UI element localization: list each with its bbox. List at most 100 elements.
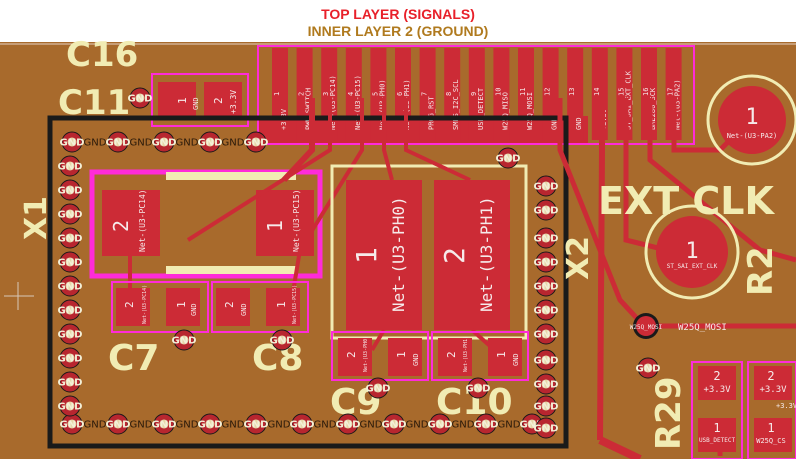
gnd-via-label: GND xyxy=(58,354,83,365)
gnd-via-drill xyxy=(503,153,513,163)
gnd-via-label: GND xyxy=(534,380,559,391)
gnd-via-label: GND xyxy=(58,162,83,173)
c11-pad-1-num: 1 xyxy=(176,97,189,104)
connector-pin-num: 6 xyxy=(396,92,404,96)
trace-bme280-sck xyxy=(647,98,796,263)
gnd-via-label: GND xyxy=(58,282,83,293)
x1-silk-top xyxy=(166,172,296,180)
gnd-via-label: GND xyxy=(534,282,559,293)
gnd-via-label: GND xyxy=(58,258,83,269)
connector-pin-net: GND xyxy=(575,117,583,130)
c8-pad-1-net: Net-(U3-PC15) xyxy=(292,285,298,324)
gnd-via-drill xyxy=(65,257,75,267)
gnd-via-drill xyxy=(159,137,169,147)
c9-pad-2-num: 2 xyxy=(345,351,358,358)
gnd-via-label: GND xyxy=(270,336,295,347)
gnd-label: GND xyxy=(360,420,383,431)
gnd-label: GND xyxy=(176,420,199,431)
gnd-via-label: GND xyxy=(496,154,521,165)
gnd-via-label: GND xyxy=(58,210,83,221)
c11-pad-2-net: +3.3V xyxy=(229,90,238,114)
gnd-via-label: GND xyxy=(534,356,559,367)
trace-ph0 xyxy=(382,98,394,181)
gnd-via-drill xyxy=(541,205,551,215)
c8-courtyard xyxy=(211,281,309,333)
gnd-via-label: GND xyxy=(60,138,85,149)
c7-pad-2 xyxy=(116,288,150,326)
connector-pin-num: 11 xyxy=(519,88,527,96)
gnd-label: GND xyxy=(84,138,107,149)
gnd-via-label: GND xyxy=(636,364,661,375)
gnd-via-drill xyxy=(541,281,551,291)
trace-3v3-bottom xyxy=(598,436,642,459)
gnd-via-drill xyxy=(541,257,551,267)
gnd-via-drill xyxy=(135,93,145,103)
c9-pad-1 xyxy=(388,338,422,376)
gnd-via-label: GND xyxy=(466,384,491,395)
connector-pin-num: 3 xyxy=(322,92,330,96)
c11-pad-2 xyxy=(204,82,242,120)
extclk-pad-net: ST_SAI_EXT_CLK xyxy=(667,263,718,270)
gnd-via-drill xyxy=(541,329,551,339)
extclk-silk-ring xyxy=(644,204,740,300)
gnd-via-drill xyxy=(343,419,353,429)
connector-pin-net: W25Q_MISO xyxy=(501,92,509,130)
gnd-via-drill xyxy=(251,419,261,429)
gnd-via-drill xyxy=(541,233,551,243)
gnd-via-label: GND xyxy=(534,330,559,341)
x2-pad-1-num: 1 xyxy=(350,247,383,264)
gnd-via-label: GND xyxy=(152,420,177,431)
ref-c7: C7 xyxy=(108,338,159,379)
c7-pad-2-num: 2 xyxy=(123,301,136,308)
gnd-via-drill xyxy=(179,335,189,345)
gnd-via-label: GND xyxy=(534,306,559,317)
gnd-via-drill xyxy=(205,419,215,429)
connector-pin-num: 16 xyxy=(642,88,650,96)
connector-pin-num: 14 xyxy=(593,88,601,96)
gnd-via-label: GND xyxy=(534,206,559,217)
gnd-label: GND xyxy=(130,420,153,431)
gnd-label: GND xyxy=(176,138,199,149)
connector-pin-net: Net-(U3-PC15) xyxy=(354,75,362,130)
ref-x1: X1 xyxy=(19,196,54,240)
c10-pad-2-net: Net-(U3-PH1) xyxy=(463,336,469,372)
gnd-via-label: GND xyxy=(366,384,391,395)
connector-courtyard xyxy=(257,45,695,145)
c11-pad-1 xyxy=(158,82,196,120)
gnd-via-label: GND xyxy=(172,336,197,347)
gnd-via-drill xyxy=(113,419,123,429)
connector-pin-num: 1 xyxy=(273,92,281,96)
w25q-via-label: W25Q_MOSI xyxy=(630,324,663,331)
c8-pad-2 xyxy=(216,288,250,326)
trace-c9 xyxy=(370,328,386,352)
c8-pad-2-net: GND xyxy=(240,303,248,316)
gnd-via-label: GND xyxy=(428,420,453,431)
gnd-via-label: GND xyxy=(58,330,83,341)
gnd-via-label: GND xyxy=(58,306,83,317)
gnd-via-drill xyxy=(481,419,491,429)
connector-pin-net: PROG_RST xyxy=(428,95,436,130)
gnd-via-drill xyxy=(435,419,445,429)
gnd-via-drill xyxy=(541,401,551,411)
r-cs-pad-1-net: W25Q_CS xyxy=(756,437,786,445)
gnd-via-drill xyxy=(373,383,383,393)
gnd-via-label: GND xyxy=(128,94,153,105)
gnd-via-label: GND xyxy=(336,420,361,431)
gnd-via-label: GND xyxy=(58,186,83,197)
gnd-via-drill xyxy=(67,137,77,147)
w25q-via xyxy=(636,316,656,336)
c9-pad-2 xyxy=(338,338,372,376)
pa2-silk-ring xyxy=(706,74,796,166)
gnd-via-drill xyxy=(65,185,75,195)
c11-courtyard xyxy=(151,73,249,127)
c9-pad-1-num: 1 xyxy=(395,351,408,358)
gnd-via-drill xyxy=(541,305,551,315)
gnd-via-label: GND xyxy=(534,182,559,193)
r-usb-pad-1-num: 1 xyxy=(713,421,720,435)
r-usb-pad-2 xyxy=(698,366,736,400)
x2-pad-1 xyxy=(346,180,422,330)
gnd-via-label: GND xyxy=(534,424,559,435)
c10-pad-2-num: 2 xyxy=(445,351,458,358)
connector-pin-num: 12 xyxy=(544,88,552,96)
